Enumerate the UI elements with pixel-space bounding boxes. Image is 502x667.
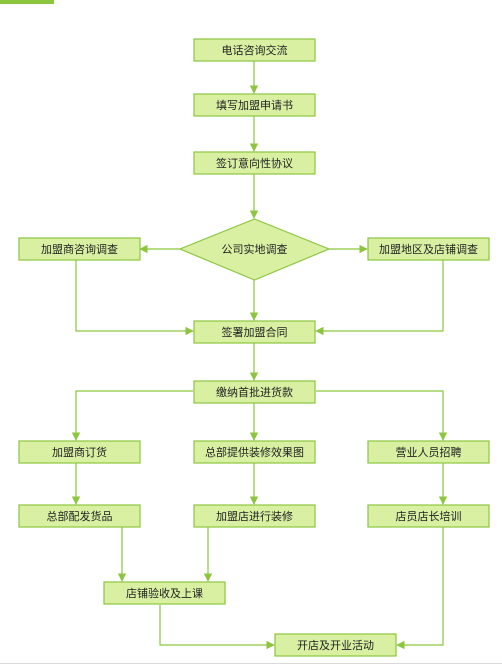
node-label: 总部配发货品 [47, 509, 113, 523]
node-label: 公司实地调查 [222, 242, 288, 256]
node-survey-decision: 公司实地调查 [178, 218, 331, 281]
edge-inspection-opening [159, 605, 275, 650]
node-label: 营业人员招聘 [396, 445, 462, 459]
edge-region-contract [315, 260, 444, 336]
node-payment: 缴纳首批进货款 [193, 380, 316, 404]
header-accent-bar [0, 0, 54, 4]
node-region-survey: 加盟地区及店铺调查 [367, 237, 490, 261]
node-label: 店铺验收及上课 [126, 586, 203, 600]
node-label: 总部提供装修效果图 [205, 445, 304, 459]
node-opening: 开店及开业活动 [274, 633, 397, 657]
edge-payment-order [71, 390, 193, 441]
node-label: 电话咨询交流 [222, 43, 288, 57]
node-label: 填写加盟申请书 [216, 98, 293, 112]
node-ship: 总部配发货品 [18, 504, 141, 528]
node-franchisee-survey: 加盟商咨询调查 [18, 237, 141, 261]
node-label: 加盟店进行装修 [216, 509, 293, 523]
node-apply: 填写加盟申请书 [193, 93, 316, 117]
bottom-divider [0, 663, 502, 664]
node-label: 缴纳首批进货款 [216, 385, 293, 399]
node-label: 签订意向性协议 [216, 156, 293, 170]
node-training: 店员店长培训 [367, 504, 490, 528]
node-intent: 签订意向性协议 [193, 151, 316, 175]
edges [71, 61, 448, 650]
node-contract: 签署加盟合同 [193, 320, 316, 344]
node-recruit: 营业人员招聘 [367, 440, 490, 464]
node-renovate: 加盟店进行装修 [193, 504, 316, 528]
node-design: 总部提供装修效果图 [193, 440, 316, 464]
node-label: 开店及开业活动 [297, 638, 374, 652]
edge-payment-recruit [316, 390, 448, 441]
node-label: 签署加盟合同 [222, 325, 288, 339]
node-order: 加盟商订货 [18, 440, 141, 464]
node-label: 加盟商咨询调查 [41, 242, 118, 256]
node-inspection: 店铺验收及上课 [103, 581, 226, 605]
edge-franchisee-contract [75, 260, 194, 336]
node-label: 店员店长培训 [396, 509, 462, 523]
node-label: 加盟商订货 [52, 445, 107, 459]
edge-training-opening [396, 527, 444, 650]
node-label: 加盟地区及店铺调查 [379, 242, 478, 256]
node-consult: 电话咨询交流 [193, 38, 316, 62]
